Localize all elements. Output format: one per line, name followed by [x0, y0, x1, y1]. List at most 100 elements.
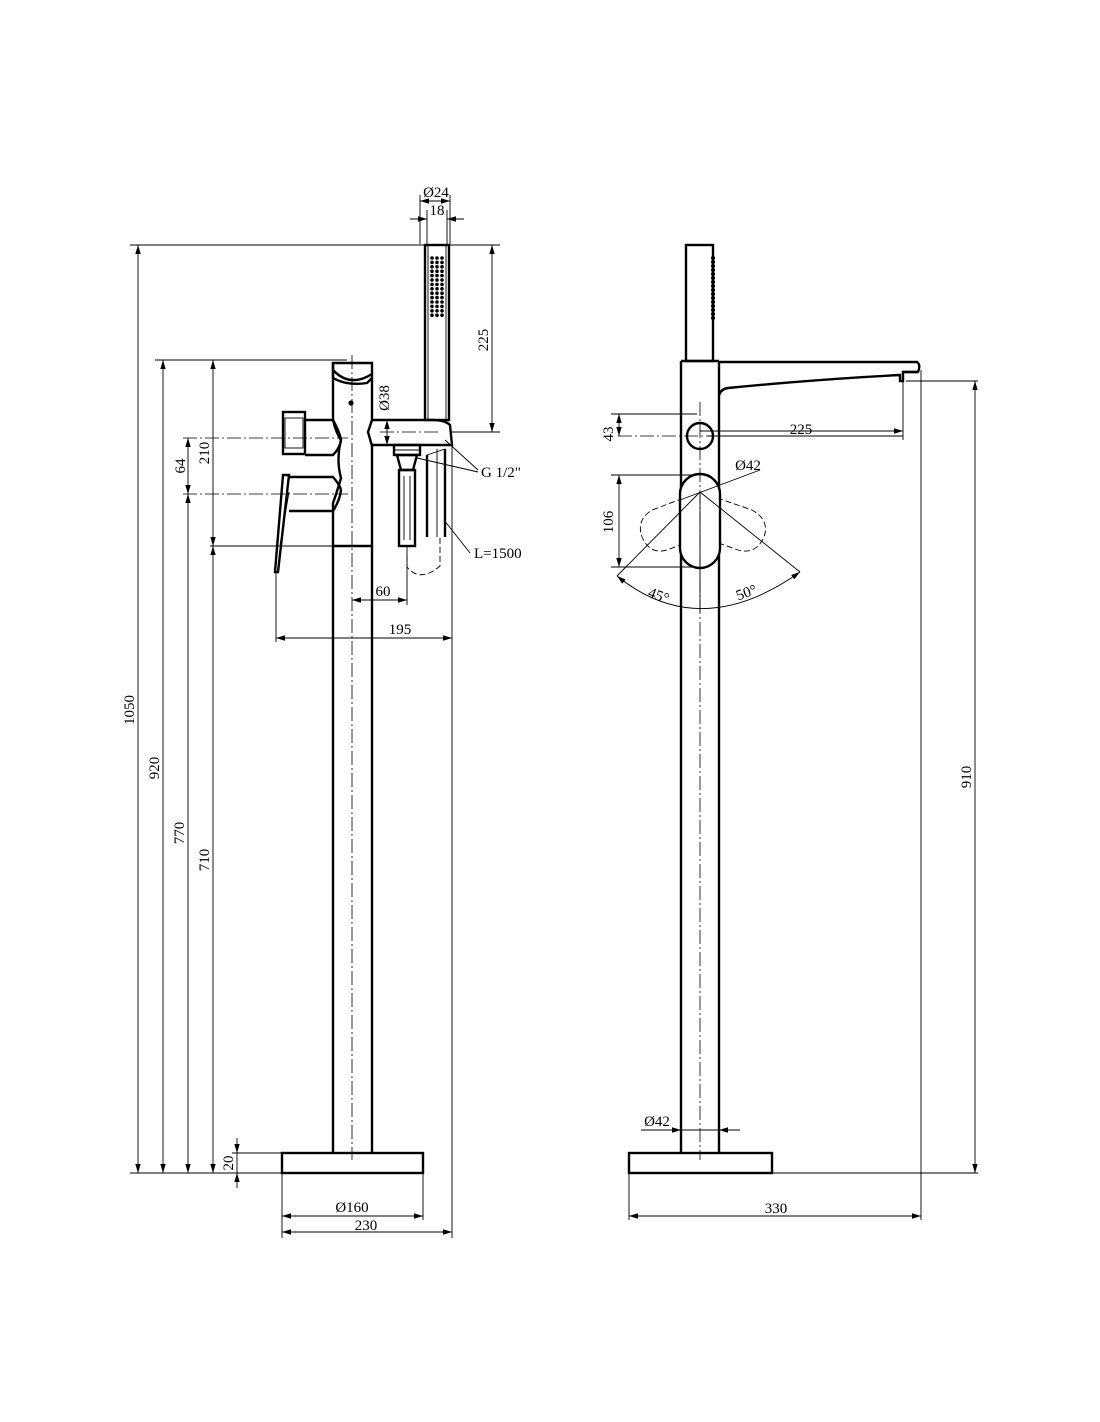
spout: [717, 360, 921, 396]
lever-handle: [273, 473, 343, 574]
dim-handset-width: 18: [430, 203, 445, 219]
dim-base-width: 230: [355, 1218, 378, 1234]
nozzle-dot: [430, 304, 434, 309]
nozzle-dot: [711, 268, 715, 272]
nozzle-dot: [711, 308, 715, 312]
front-dimension-texts: 225 43 Ø42 106 45° 50° Ø42 910 330: [601, 422, 975, 1217]
dim-base-diameter: Ø160: [335, 1200, 368, 1216]
dim-106: 106: [601, 510, 617, 533]
nozzle-dot: [435, 282, 439, 287]
nozzle-dot: [711, 284, 715, 288]
nozzle-dot: [440, 260, 444, 265]
nozzle-dot: [440, 295, 444, 300]
dim-hose-length: L=1500: [474, 546, 522, 562]
nozzle-dot: [440, 278, 444, 282]
dim-handset-length: 225: [476, 329, 492, 352]
nozzle-dot: [435, 295, 439, 300]
nozzle-dot: [435, 313, 439, 318]
nozzle-dot: [711, 296, 715, 300]
dim-710: 710: [197, 849, 213, 872]
side-center-lines: [183, 355, 440, 1160]
nozzle-dot: [430, 256, 434, 260]
hose: [425, 448, 447, 537]
front-base: [627, 1151, 774, 1175]
front-center-lines: [618, 402, 708, 1160]
nozzle-dot: [440, 313, 444, 318]
nozzle-dot: [435, 278, 439, 282]
side-pipe: [331, 546, 374, 1153]
front-lever: [639, 472, 766, 570]
dim-thread: G 1/2": [481, 465, 521, 481]
front-extension-lines: [611, 370, 978, 1220]
front-handshower: [684, 243, 715, 363]
dim-total-depth: 330: [765, 1201, 788, 1217]
nozzle-dot: [430, 282, 434, 287]
dim-spout-height: 910: [959, 766, 975, 789]
nozzle-dot: [430, 269, 434, 274]
nozzle-dot: [440, 291, 444, 296]
nozzle-dot: [430, 313, 434, 318]
nozzle-dot: [711, 264, 715, 268]
dim-base-thickness: 20: [221, 1156, 237, 1171]
handshower: [423, 243, 451, 422]
nozzle-dot: [435, 269, 439, 274]
side-dimension-lines: [135, 198, 495, 1235]
nozzle-dot: [440, 300, 444, 304]
nozzle-dot: [430, 260, 434, 265]
dim-handset-diameter: Ø24: [423, 185, 449, 201]
nozzle-dot: [711, 288, 715, 292]
nozzle-dot: [440, 269, 444, 274]
nozzle-dot: [430, 309, 434, 313]
nozzle-dot: [440, 256, 444, 260]
nozzle-dot: [440, 273, 444, 278]
dim-43: 43: [601, 427, 617, 442]
mixer-body: [331, 361, 374, 548]
nozzle-dot: [711, 316, 715, 320]
nozzle-dot: [430, 278, 434, 282]
dim-770: 770: [172, 822, 188, 845]
front-handshower-nozzles: [711, 256, 715, 320]
nozzle-dot: [435, 304, 439, 309]
nozzle-dot: [440, 304, 444, 309]
nozzle-dot: [435, 256, 439, 260]
nozzle-dot: [435, 300, 439, 304]
nozzle-dot: [435, 309, 439, 313]
diverter-knob: [281, 410, 343, 457]
dim-64: 64: [173, 458, 189, 474]
front-view: 225 43 Ø42 106 45° 50° Ø42 910 330: [601, 243, 978, 1220]
nozzle-dot: [440, 287, 444, 291]
nozzle-dot: [430, 291, 434, 296]
dim-total-height: 1050: [122, 695, 138, 725]
nozzle-dot: [430, 273, 434, 278]
dim-angle-left: 45°: [646, 585, 671, 607]
nozzle-dot: [711, 256, 715, 260]
side-extension-lines: [130, 195, 500, 1238]
nozzle-dot: [435, 291, 439, 296]
nozzle-dot: [435, 260, 439, 265]
side-view: Ø24 18 225 Ø38 G 1/2" L=1500 210 64 60 1…: [122, 185, 522, 1238]
nozzle-dot: [711, 280, 715, 284]
handshower-nozzles: [430, 256, 444, 318]
nozzle-dot: [435, 273, 439, 278]
nozzle-dot: [440, 265, 444, 269]
side-dimension-texts: Ø24 18 225 Ø38 G 1/2" L=1500 210 64 60 1…: [122, 185, 522, 1234]
nozzle-dot: [430, 287, 434, 291]
nozzle-dot: [711, 272, 715, 276]
dim-spout-reach: 225: [790, 422, 813, 438]
dim-angle-right: 50°: [734, 582, 759, 604]
dim-pipe-diameter: Ø42: [644, 1114, 670, 1130]
nozzle-dot: [440, 282, 444, 287]
front-dimension-lines: [616, 381, 978, 1219]
nozzle-dot: [440, 309, 444, 313]
nozzle-dot: [711, 260, 715, 264]
nozzle-dot: [711, 312, 715, 316]
nozzle-dot: [711, 292, 715, 296]
nozzle-dot: [430, 265, 434, 269]
nozzle-dot: [435, 287, 439, 291]
nozzle-dot: [711, 304, 715, 308]
dim-210: 210: [197, 442, 213, 465]
dim-holder-diameter: Ø38: [377, 385, 393, 411]
nozzle-dot: [430, 295, 434, 300]
nozzle-dot: [435, 265, 439, 269]
